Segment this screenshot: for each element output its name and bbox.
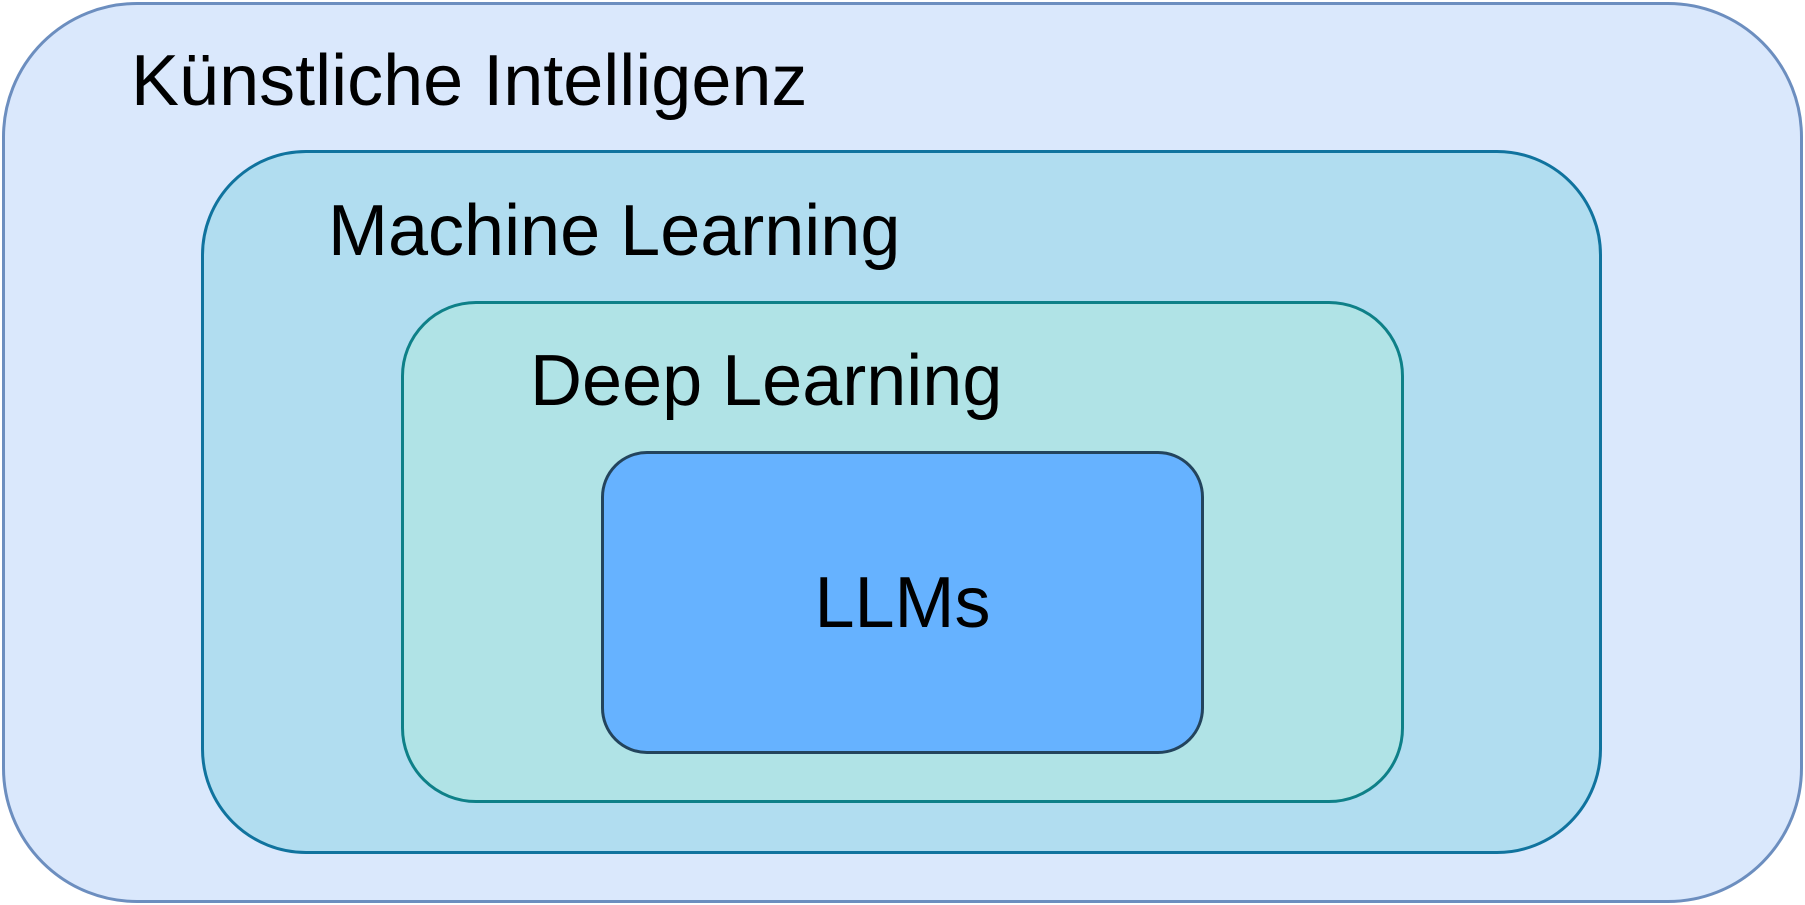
llms-label: LLMs bbox=[814, 562, 991, 643]
artificial-intelligence-label: Künstliche Intelligenz bbox=[131, 41, 808, 121]
deep-learning-label: Deep Learning bbox=[530, 341, 1003, 421]
machine-learning-label: Machine Learning bbox=[328, 191, 901, 271]
llms-box: LLMs bbox=[601, 451, 1204, 754]
